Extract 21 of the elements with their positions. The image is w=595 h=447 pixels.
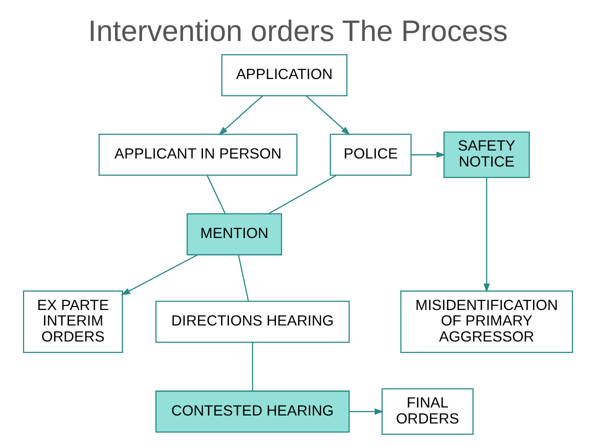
connector — [206, 175, 226, 214]
connector — [268, 174, 336, 214]
node-box: EX PARTE INTERIM ORDERS — [22, 290, 122, 354]
node-box: APPLICATION — [220, 54, 347, 96]
node-box: POLICE — [329, 134, 412, 176]
node-box: APPLICANT IN PERSON — [98, 134, 297, 176]
arrow — [120, 254, 198, 296]
node-box: MENTION — [186, 213, 282, 256]
arrow — [410, 152, 445, 158]
node-box: MISIDENTIFICATION OF PRIMARY AGGRESSOR — [400, 290, 573, 354]
node-box: CONTESTED HEARING — [154, 390, 350, 433]
connector — [237, 254, 248, 302]
arrow — [218, 95, 262, 136]
diagram-title: Intervention orders The Process — [88, 14, 508, 48]
node-box: SAFETY NOTICE — [442, 131, 530, 178]
connector — [251, 342, 253, 392]
node-box: DIRECTIONS HEARING — [154, 300, 350, 343]
arrow — [482, 178, 490, 293]
arrow — [348, 408, 384, 415]
arrow — [305, 95, 350, 136]
node-box: FINAL ORDERS — [381, 388, 474, 435]
